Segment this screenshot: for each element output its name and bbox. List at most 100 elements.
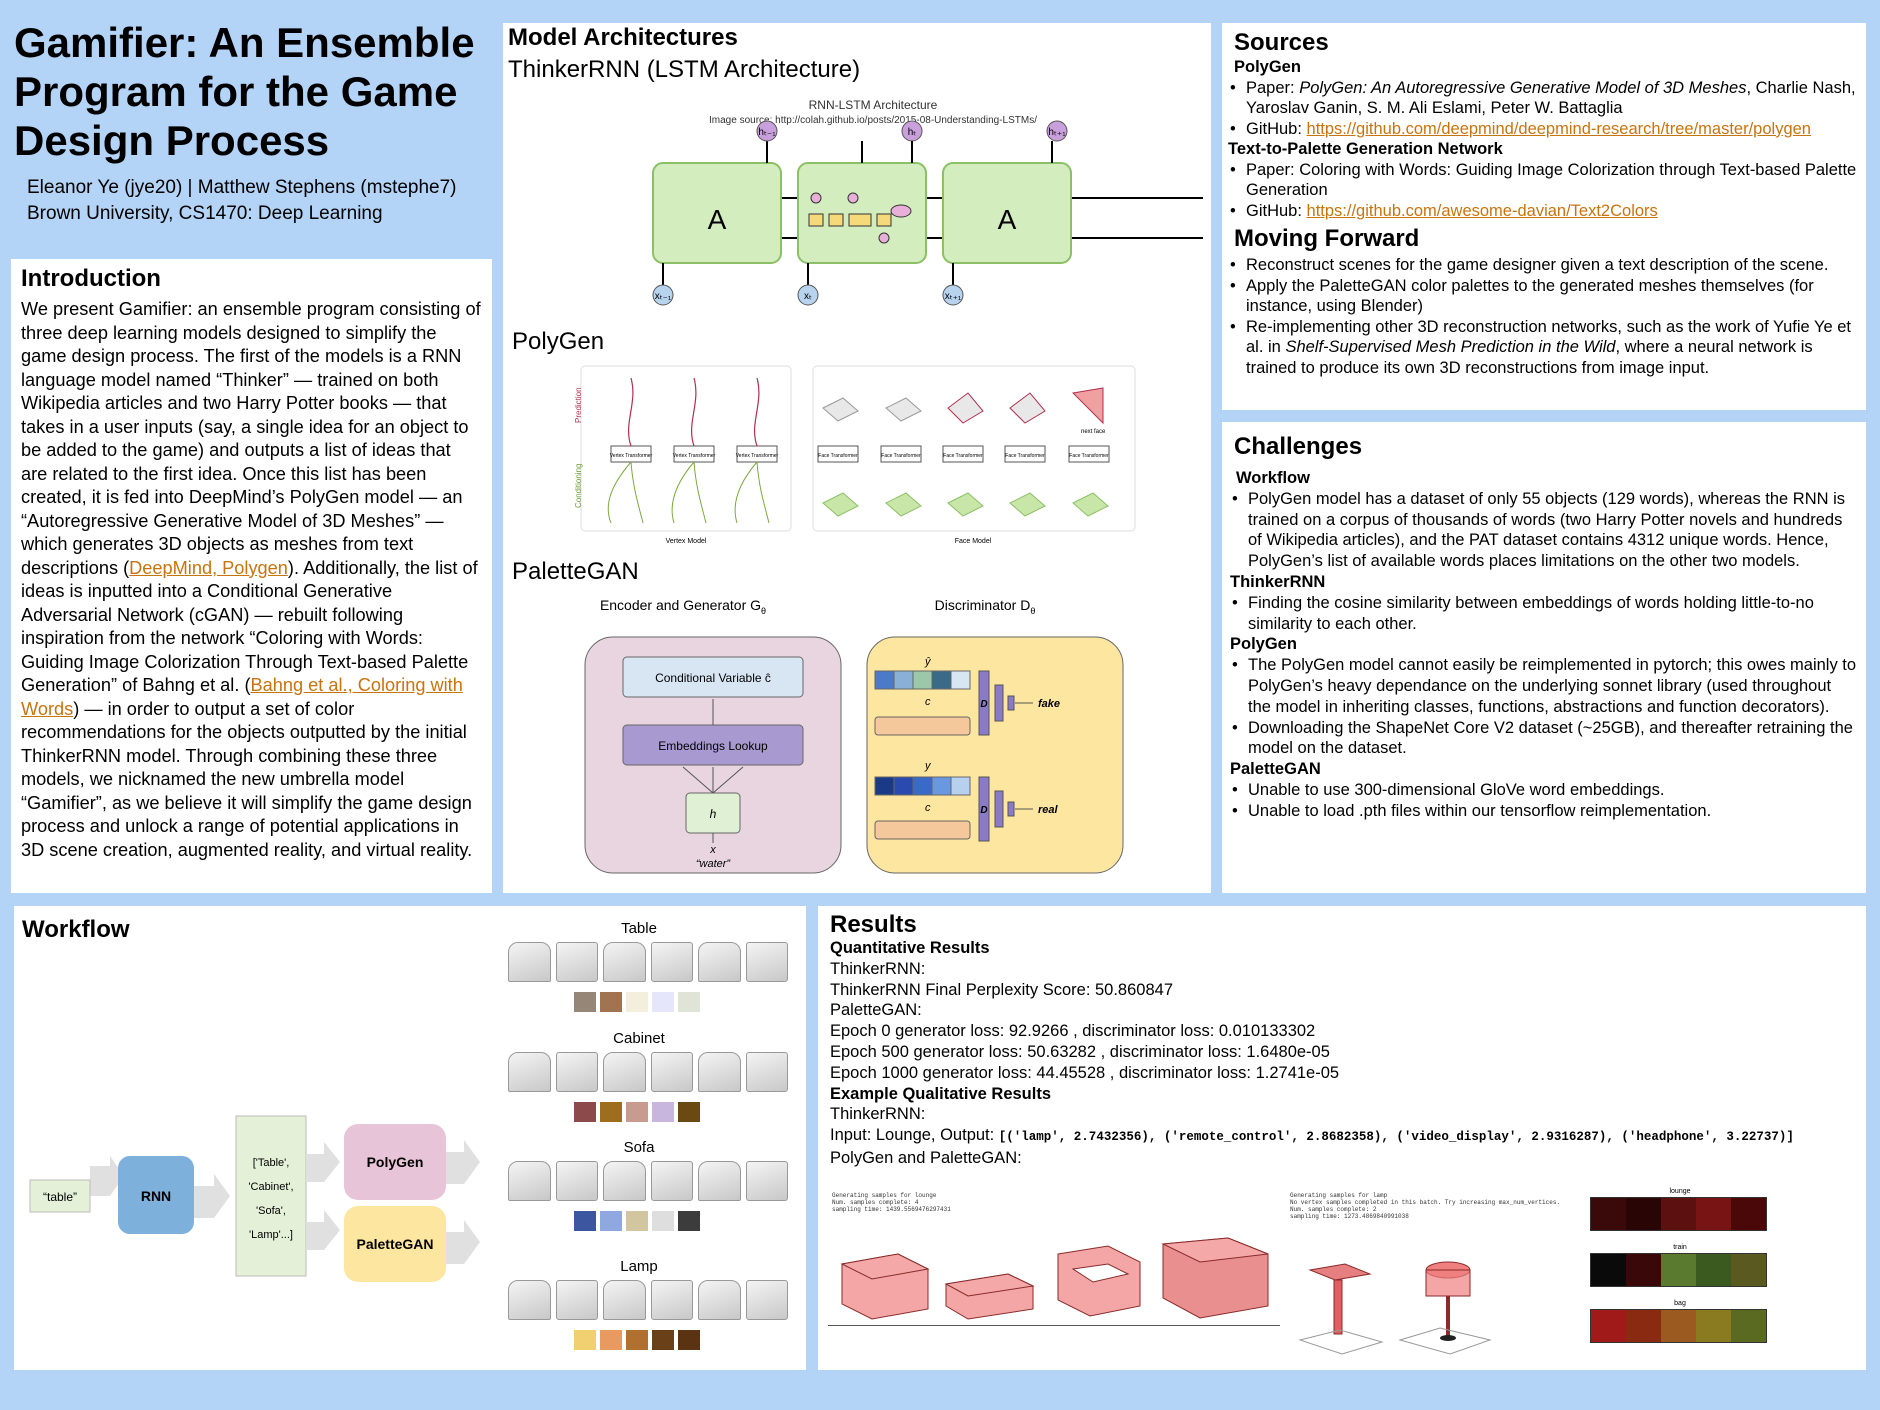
challenge-item: Downloading the ShapeNet Core V2 dataset…: [1230, 718, 1858, 760]
x-prev-label: xₜ₋₁: [655, 291, 672, 302]
h-cur-label: hₜ: [908, 127, 917, 138]
fake-label: fake: [1038, 698, 1060, 710]
introduction-panel: Introduction We present Gamifier: an ens…: [11, 259, 492, 893]
result-palette-strip: [1590, 1197, 1767, 1231]
lstm-cell-label-right: A: [998, 204, 1017, 235]
x-cur-label: xₜ: [804, 291, 812, 302]
lstm-cell-label-left: A: [708, 204, 727, 235]
h-prev-label: hₜ₋₁: [758, 127, 776, 138]
palette-swatch: [574, 1330, 596, 1350]
deepmind-polygen-link[interactable]: DeepMind, Polygen: [129, 557, 288, 578]
results-line: Epoch 0 generator loss: 92.9266 , discri…: [830, 1022, 1316, 1041]
mesh-thumbnail: [508, 1161, 551, 1201]
palette-swatch: [600, 992, 622, 1012]
affiliation: Brown University, CS1470: Deep Learning: [27, 203, 383, 224]
workflow-polygen-box: [344, 1124, 446, 1200]
svg-text:Vertex Transformer: Vertex Transformer: [673, 453, 716, 459]
palette-swatch: [1626, 1310, 1661, 1342]
mesh-thumbnail: [698, 942, 741, 982]
challenges-panel: Challenges Workflow PolyGen model has a …: [1222, 422, 1866, 893]
palette-swatch: [678, 1330, 700, 1350]
mesh-thumbnail: [555, 942, 598, 982]
bahng-coloring-link[interactable]: Bahng et al., Coloring with Words: [21, 675, 463, 719]
palette-swatch: [1591, 1254, 1626, 1286]
result-palette: lounge: [1570, 1188, 1770, 1240]
mesh-thumbnail: [698, 1161, 741, 1201]
palette-swatch: [1591, 1310, 1626, 1342]
mesh-thumbnail: [745, 942, 788, 982]
embeddings-label: Embeddings Lookup: [658, 739, 768, 753]
challenges-polygen-heading: PolyGen: [1230, 635, 1297, 654]
mesh-thumbnail: [603, 1280, 646, 1320]
t2p-github-link[interactable]: https://github.com/awesome-davian/Text2C…: [1306, 201, 1658, 220]
result-palette-label: lounge: [1669, 1188, 1691, 1195]
mesh-thumbnail: [603, 1052, 646, 1092]
category-name: Lamp: [620, 1258, 658, 1275]
workflow-palettegan-box: [344, 1206, 446, 1282]
conditioning-label: Conditioning: [574, 464, 583, 508]
workflow-list-item: 'Lamp'...]: [249, 1229, 293, 1241]
palette-swatch: [1626, 1254, 1661, 1286]
h-next-label: hₜ₊₁: [1048, 127, 1066, 138]
mesh-thumbnail: [745, 1052, 788, 1092]
polygen-paper: Paper: PolyGen: An Autoregressive Genera…: [1228, 78, 1860, 119]
thinker-output-code: [('lamp', 2.7432356), ('remote_control',…: [998, 1130, 1794, 1145]
palette-swatch: [652, 1102, 674, 1122]
next-face-label: next face: [1081, 429, 1106, 435]
lstm-cell-right: [942, 162, 1072, 264]
workflow-input-box: [29, 1179, 91, 1213]
polygen-github-link[interactable]: https://github.com/deepmind/deepmind-res…: [1306, 119, 1811, 138]
svg-text:Face Transformer: Face Transformer: [1005, 453, 1045, 459]
workflow-list-item: 'Cabinet',: [248, 1181, 293, 1193]
x-input-label: x: [709, 844, 716, 856]
results-text: Quantitative Results ThinkerRNN: Thinker…: [830, 938, 1858, 1169]
mesh-thumbnail: [698, 1052, 741, 1092]
svg-text:Face Transformer: Face Transformer: [943, 453, 983, 459]
real-palette: [874, 776, 971, 796]
authors: Eleanor Ye (jye20) | Matthew Stephens (m…: [27, 177, 457, 198]
lstm-source: Image source: http://colah.github.io/pos…: [709, 115, 1037, 126]
challenge-item: The PolyGen model cannot easily be reimp…: [1230, 655, 1858, 717]
mesh-thumbnail: [603, 942, 646, 982]
mesh-thumbnail: [745, 1280, 788, 1320]
mesh-thumbnail: [508, 942, 551, 982]
mesh-render: [1057, 1245, 1141, 1317]
results-line: ThinkerRNN:: [830, 1105, 926, 1124]
x-next-label: xₜ₊₁: [945, 291, 962, 302]
challenges-palettegan-list: Unable to use 300-dimensional GloVe word…: [1230, 780, 1858, 822]
introduction-heading: Introduction: [21, 265, 161, 292]
workflow-list-item: 'Sofa',: [256, 1205, 286, 1217]
results-line: ThinkerRNN:: [830, 959, 926, 978]
workflow-input: “table”: [43, 1190, 77, 1204]
y-label: y: [924, 760, 932, 772]
palette-swatch: [1731, 1310, 1766, 1342]
challenges-palettegan-heading: PaletteGAN: [1230, 760, 1321, 779]
mesh-thumbnail: [508, 1280, 551, 1320]
sources-polygen-heading: PolyGen: [1234, 58, 1301, 76]
vertex-model-label: Vertex Model: [666, 538, 707, 545]
discriminator-title: Discriminator Dθ: [935, 597, 1036, 616]
lstm-cell-left: [652, 162, 782, 264]
introduction-text: We present Gamifier: an ensemble program…: [21, 299, 481, 860]
d-block-bottom: [978, 776, 990, 842]
palette-swatch: [678, 992, 700, 1012]
challenge-item: Unable to load .pth files within our ten…: [1230, 801, 1858, 822]
category-0: Table: [504, 920, 804, 1020]
x-next-node: [942, 284, 964, 306]
category-meshes: [508, 1161, 788, 1205]
moving-forward-list: Reconstruct scenes for the game designer…: [1228, 255, 1860, 378]
t2p-github: GitHub: https://github.com/awesome-davia…: [1228, 201, 1860, 222]
page-title: Gamifier: An Ensemble Program for the Ga…: [14, 19, 475, 164]
workflow-polygen: PolyGen: [367, 1154, 424, 1170]
palette-swatch: [678, 1102, 700, 1122]
category-name: Table: [621, 920, 657, 937]
architectures-heading: Model Architectures: [508, 24, 738, 51]
svg-text:Face Transformer: Face Transformer: [818, 453, 858, 459]
face-model-label: Face Model: [955, 538, 992, 545]
palette-swatch: [600, 1330, 622, 1350]
